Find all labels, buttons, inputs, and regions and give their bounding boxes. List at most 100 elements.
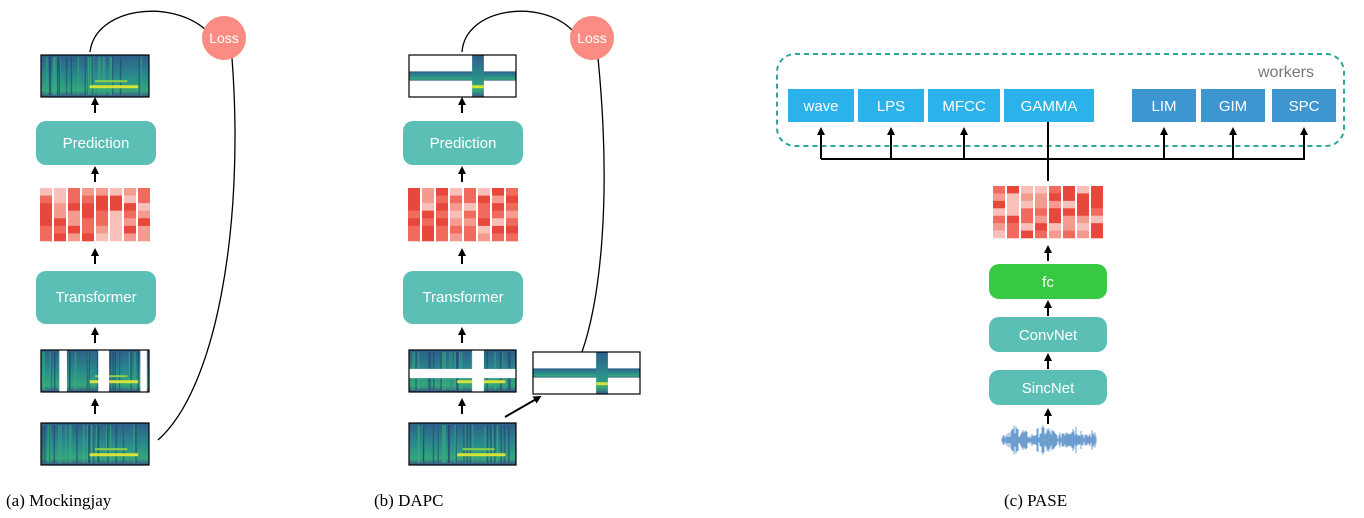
feature-cell xyxy=(1007,193,1019,202)
spectrogram-streak xyxy=(111,57,114,95)
spectrogram-streak xyxy=(107,425,109,463)
spectrogram-streak xyxy=(45,57,48,95)
prediction-label: Prediction xyxy=(430,135,497,152)
feature-cell xyxy=(82,225,94,234)
freq-mask xyxy=(409,368,516,379)
spectrogram-streak xyxy=(92,57,95,95)
spectrogram-streak xyxy=(68,352,71,390)
feature-cell xyxy=(993,208,1005,217)
feature-cell xyxy=(436,218,448,227)
arrow-diagonal xyxy=(504,396,542,418)
feature-cell xyxy=(1021,200,1033,209)
feature-cell xyxy=(82,188,94,196)
spectrogram-harmonic xyxy=(89,453,139,457)
spectrogram-streak xyxy=(133,425,135,463)
spectrogram-streak xyxy=(50,352,52,390)
spectrogram-frame xyxy=(409,423,516,465)
feature-cell xyxy=(110,233,122,242)
feature-cell xyxy=(1035,186,1047,194)
feature-cell xyxy=(478,210,490,219)
feature-cell xyxy=(450,188,462,196)
freq-band xyxy=(409,71,516,81)
feature-cell xyxy=(138,195,150,204)
feature-cell xyxy=(450,233,462,242)
feature-cell xyxy=(96,225,108,234)
spectrogram-streak xyxy=(466,425,468,463)
feature-cell xyxy=(40,233,52,242)
feature-cell xyxy=(54,195,66,204)
time-mask xyxy=(59,349,67,393)
spectrogram-streak xyxy=(49,352,52,390)
feature-cell xyxy=(1063,193,1075,202)
spectrogram-streak xyxy=(491,425,494,463)
spectrogram-streak xyxy=(99,57,101,95)
spectrogram-streak xyxy=(84,57,87,95)
spectrogram-streak xyxy=(58,57,61,95)
spectrogram-streak xyxy=(53,57,56,95)
feature-cell xyxy=(82,210,94,219)
spectrogram-streak xyxy=(454,425,456,463)
feature-cell xyxy=(40,203,52,212)
feature-cell xyxy=(408,218,420,227)
spectrogram-streak xyxy=(135,425,137,463)
feature-cell xyxy=(68,195,80,204)
feature-cell xyxy=(68,218,80,227)
feature-cell xyxy=(464,195,476,204)
feature-representation xyxy=(408,188,518,242)
masked-target-cross xyxy=(532,351,641,395)
feature-cell xyxy=(82,218,94,227)
spectrogram-streak xyxy=(102,57,104,95)
feature-cell xyxy=(1063,223,1075,231)
feature-cell xyxy=(1077,193,1089,202)
feature-cell xyxy=(436,225,448,234)
spectrogram-streak xyxy=(130,352,132,390)
feature-cell xyxy=(1049,208,1061,217)
feature-cell xyxy=(1035,208,1047,217)
spectrogram-streak xyxy=(500,425,502,463)
spectrogram-streak xyxy=(88,425,91,463)
spectrogram-streak xyxy=(443,425,445,463)
feature-cell xyxy=(1049,193,1061,202)
spectrogram-streak xyxy=(58,352,61,390)
spectrogram-streak xyxy=(55,57,57,95)
feature-cell xyxy=(408,225,420,234)
feature-cell xyxy=(464,188,476,196)
feature-representation xyxy=(40,188,150,242)
feature-cell xyxy=(478,195,490,204)
spectrogram-streak xyxy=(469,425,472,463)
panel-dapc: Loss Prediction Transformer (b) DAPC xyxy=(374,10,641,510)
worker-spc: SPC xyxy=(1272,89,1336,122)
fc-label: fc xyxy=(1042,274,1054,291)
spectrogram-streak xyxy=(82,425,85,463)
feature-cell xyxy=(450,225,462,234)
feature-cell xyxy=(82,195,94,204)
feature-cell xyxy=(1091,230,1103,239)
workers-title: workers xyxy=(1257,64,1314,81)
bus-arrows xyxy=(817,122,1308,159)
feature-cell xyxy=(124,210,136,219)
spectrogram-streak xyxy=(74,352,77,390)
spectrogram-output xyxy=(40,54,150,98)
feature-cell xyxy=(40,218,52,227)
spectrogram-streak xyxy=(89,57,92,95)
worker-gamma: GAMMA xyxy=(1004,89,1094,122)
spectrogram-output-cross xyxy=(408,54,517,98)
worker-label: GIM xyxy=(1219,98,1247,115)
spectrogram-streak xyxy=(56,57,59,95)
feature-cell xyxy=(96,203,108,212)
convnet-label: ConvNet xyxy=(1019,327,1078,344)
spectrogram-streak xyxy=(138,57,141,95)
feature-cell xyxy=(492,188,504,196)
feature-cell xyxy=(478,233,490,242)
feature-cell xyxy=(450,195,462,204)
feature-cell xyxy=(40,195,52,204)
worker-wave: wave xyxy=(788,89,854,122)
spectrogram-streak xyxy=(95,425,98,463)
prediction-label: Prediction xyxy=(63,135,130,152)
freq-band xyxy=(533,368,640,378)
feature-cell xyxy=(464,210,476,219)
worker-box xyxy=(928,89,1000,122)
